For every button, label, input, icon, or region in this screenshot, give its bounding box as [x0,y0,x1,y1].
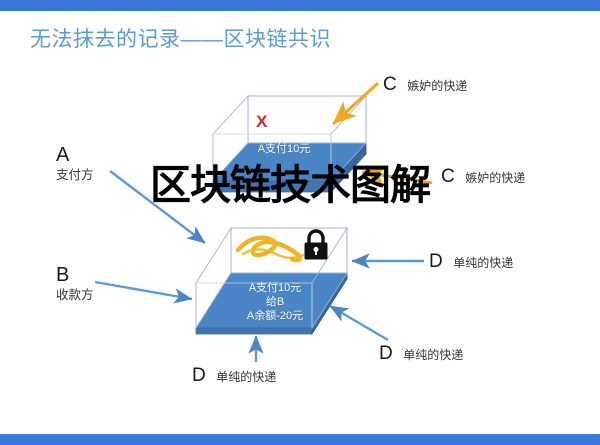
arrow-a-to-block [109,170,206,244]
label-a-payer: A 支付方 [56,144,94,184]
label-d-simple-courier-bottom: D 单纯的快递 [192,365,276,387]
arrow-c-to-top-block [331,81,380,126]
overlay-heading: 区块链技术图解 [150,162,431,208]
bottom-block-line-1: A支付10元 [248,282,302,294]
label-c-top-letter: C [383,74,397,95]
label-c-jealous-courier-top: C 嫉妒的快递 [383,74,467,96]
label-d-simple-courier-lower: D 单纯的快递 [379,343,463,365]
arrow-c-mid-to-top-block [361,165,433,186]
label-d-right-letter: D [429,251,443,272]
label-a-letter: A [56,144,70,166]
label-d-right-caption: 单纯的快递 [453,256,514,270]
label-d-bot-letter: D [192,365,206,386]
invalid-mark-x: X [256,112,268,131]
label-c-mid-caption: 嫉妒的快递 [465,171,526,185]
padlock-icon [304,229,328,260]
label-c-jealous-courier-mid: C 嫉妒的快递 [441,166,525,188]
label-d-low-caption: 单纯的快递 [403,348,464,362]
bottom-block-line-2: 给B [265,296,285,308]
top-block-face-text: A支付10元 [257,143,311,155]
label-d-low-letter: D [379,343,393,364]
label-b-caption: 收款方 [56,288,94,302]
label-d-simple-courier-right: D 单纯的快递 [429,251,513,273]
label-c-mid-letter: C [441,166,455,187]
page-title: 无法抹去的记录——区块链共识 [30,28,331,51]
arrow-b-to-block [94,280,193,304]
top-block-shape [212,94,367,194]
label-b-letter: B [56,264,70,286]
bottom-accent-bar [0,434,600,445]
label-a-caption: 支付方 [56,168,94,182]
label-d-bot-caption: 单纯的快递 [216,370,277,384]
signature-squiggle-icon [235,235,305,263]
bottom-block-line-3: A余额-20元 [246,310,304,322]
label-c-top-caption: 嫉妒的快递 [407,79,468,93]
top-accent-bar [0,0,600,11]
bottom-block-face-text: A支付10元 给B A余额-20元 [210,281,340,323]
label-b-payee: B 收款方 [56,264,94,304]
arrow-d-lower-to-block [329,304,389,342]
